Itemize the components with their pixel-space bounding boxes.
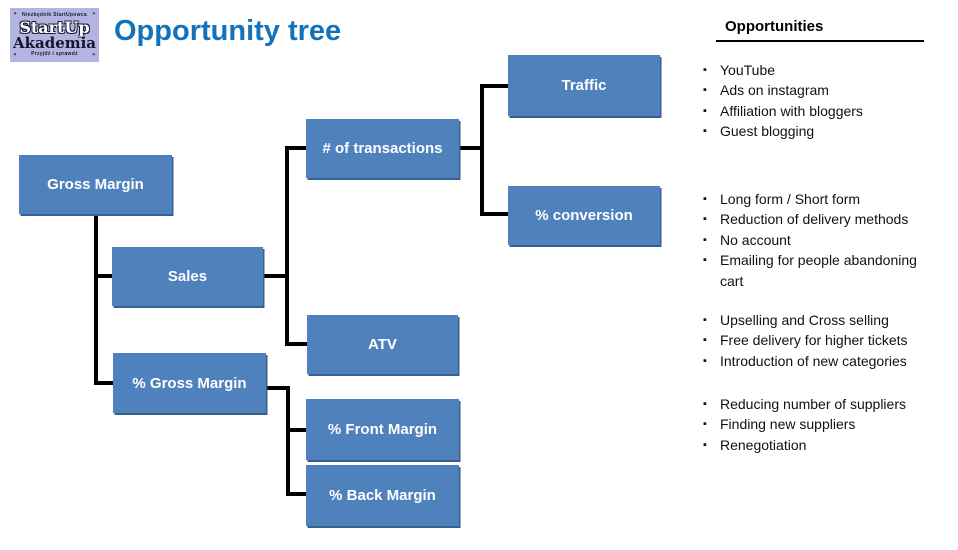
connector-line: [94, 214, 98, 385]
diamond-ornament-icon: ✦: [13, 11, 18, 17]
connector-line: [263, 274, 287, 278]
list-item: Ads on instagram: [702, 80, 942, 101]
connector-line: [480, 84, 510, 88]
list-item: Finding new suppliers: [702, 414, 942, 435]
list-item: YouTube: [702, 60, 942, 81]
tree-node-gross-margin: Gross Margin: [19, 155, 172, 214]
list-item: Introduction of new categories: [702, 351, 942, 372]
diamond-ornament-icon: ✦: [91, 11, 96, 17]
tree-node-conversion: % conversion: [508, 186, 660, 245]
opportunity-list-margin: Reducing number of suppliers Finding new…: [702, 394, 942, 456]
list-item: Guest blogging: [702, 121, 942, 142]
list-item: Free delivery for higher tickets: [702, 330, 942, 351]
connector-line: [480, 212, 510, 216]
connector-line: [94, 381, 115, 385]
opportunity-list-traffic: YouTube Ads on instagram Affiliation wit…: [702, 60, 942, 142]
connector-line: [459, 146, 483, 150]
list-item: Reducing number of suppliers: [702, 394, 942, 415]
logo-wordmark-akademia: Akademia: [12, 34, 97, 52]
logo-tagline-bottom: Przyjdź i sprawdź: [31, 51, 78, 57]
page-title: Opportunity tree: [114, 15, 342, 47]
tree-node-traffic: Traffic: [508, 55, 660, 116]
diamond-ornament-icon: ✦: [13, 52, 18, 58]
tree-node-sales: Sales: [112, 247, 263, 306]
diamond-ornament-icon: ✦: [91, 52, 96, 58]
connector-line: [286, 428, 308, 432]
startup-akademia-logo: ✦ ✦ ✦ ✦ Niezbędnik StartUpowca StartUp A…: [10, 8, 99, 62]
connector-line: [285, 146, 289, 346]
connector-line: [285, 146, 308, 150]
opportunity-list-conversion: Long form / Short form Reduction of deli…: [702, 189, 942, 291]
list-item: Reduction of delivery methods: [702, 209, 942, 230]
opportunities-heading: Opportunities: [725, 18, 824, 35]
list-item: Long form / Short form: [702, 189, 942, 210]
tree-node-pct-gross-margin: % Gross Margin: [113, 353, 266, 413]
connector-line: [285, 342, 309, 346]
connector-line: [286, 492, 308, 496]
list-item: Upselling and Cross selling: [702, 310, 942, 331]
connector-line: [480, 84, 484, 216]
tree-node-back-margin: % Back Margin: [306, 465, 459, 526]
list-item: Affiliation with bloggers: [702, 101, 942, 122]
logo-wordmark-startup: StartUp: [19, 18, 90, 37]
connector-line: [266, 386, 290, 390]
list-item: No account: [702, 230, 942, 251]
tree-node-front-margin: % Front Margin: [306, 399, 459, 460]
opportunity-list-atv: Upselling and Cross selling Free deliver…: [702, 310, 942, 372]
list-item: Emailing for people abandoning cart: [702, 250, 942, 291]
tree-node-atv: ATV: [307, 315, 458, 374]
tree-node-transactions: # of transactions: [306, 119, 459, 178]
list-item: Renegotiation: [702, 435, 942, 456]
heading-underline: [716, 40, 924, 42]
connector-line: [286, 386, 290, 496]
logo-tagline-top: Niezbędnik StartUpowca: [22, 12, 87, 18]
connector-line: [94, 274, 114, 278]
